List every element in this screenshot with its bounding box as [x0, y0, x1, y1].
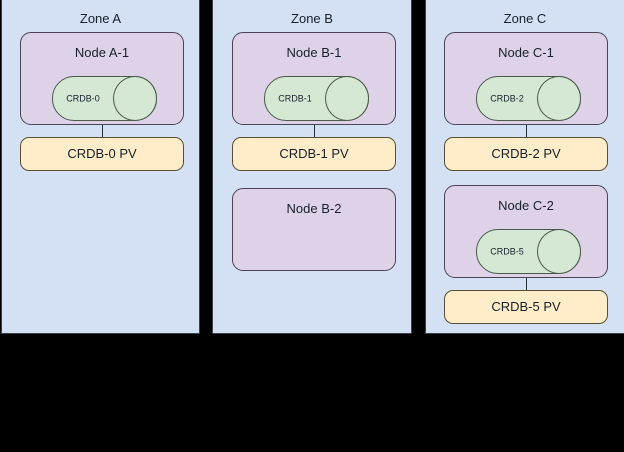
database-crdb-2: CRDB-2 [476, 76, 581, 121]
database-cylinder-cap [325, 76, 369, 121]
connector-node-c-2-to-crdb-5-pv [526, 278, 527, 290]
database-crdb-1: CRDB-1 [264, 76, 369, 121]
database-crdb-5-label: CRDB-5 [490, 246, 524, 256]
pv-crdb-5-label: CRDB-5 PV [491, 299, 561, 314]
pv-crdb-5: CRDB-5 PV [444, 290, 608, 324]
node-c-2: Node C-2 CRDB-5 [444, 185, 608, 278]
node-c-1: Node C-1 CRDB-2 [444, 32, 608, 125]
node-c-1-title: Node C-1 [498, 45, 554, 60]
database-crdb-1-label: CRDB-1 [278, 93, 312, 103]
node-b-1: Node B-1 CRDB-1 [232, 32, 396, 125]
pv-crdb-0-label: CRDB-0 PV [67, 146, 137, 161]
connector-node-a-1-to-crdb-0-pv [102, 125, 103, 137]
database-crdb-0: CRDB-0 [52, 76, 157, 121]
database-cylinder-cap [537, 229, 581, 274]
node-b-1-title: Node B-1 [286, 45, 342, 60]
pv-crdb-2: CRDB-2 PV [444, 137, 608, 171]
zone-c: Zone C Node C-1 CRDB-2 CRDB-2 PV Node C-… [425, 0, 624, 334]
connector-node-b-1-to-crdb-1-pv [314, 125, 315, 137]
node-b-2-title: Node B-2 [286, 201, 342, 216]
database-crdb-5: CRDB-5 [476, 229, 581, 274]
database-crdb-2-label: CRDB-2 [490, 93, 524, 103]
pv-crdb-1-label: CRDB-1 PV [279, 146, 349, 161]
node-a-1-title: Node A-1 [74, 45, 130, 60]
database-cylinder-cap [113, 76, 157, 121]
zone-a: Zone A Node A-1 CRDB-0 CRDB-0 PV [1, 0, 200, 334]
zone-b: Zone B Node B-1 CRDB-1 CRDB-1 PV Node B-… [212, 0, 412, 334]
node-b-2: Node B-2 [232, 188, 396, 271]
pv-crdb-1: CRDB-1 PV [232, 137, 396, 171]
connector-node-c-1-to-crdb-2-pv [526, 125, 527, 137]
database-crdb-0-label: CRDB-0 [66, 93, 100, 103]
zone-c-title: Zone C [503, 11, 547, 26]
node-a-1: Node A-1 CRDB-0 [20, 32, 184, 125]
node-c-2-title: Node C-2 [498, 198, 554, 213]
pv-crdb-0: CRDB-0 PV [20, 137, 184, 171]
pv-crdb-2-label: CRDB-2 PV [491, 146, 561, 161]
zone-a-title: Zone A [79, 11, 122, 26]
database-cylinder-cap [537, 76, 581, 121]
zone-b-title: Zone B [291, 11, 333, 26]
